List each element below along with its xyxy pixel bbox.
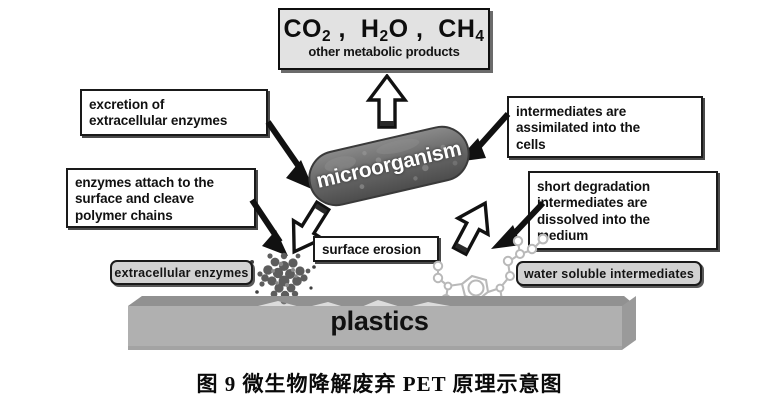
products-subtitle: other metabolic products	[308, 44, 460, 60]
excretion-arrow-solid	[262, 116, 326, 192]
callout-attach-line-2: surface and cleave	[75, 191, 195, 207]
callout-surface-erosion-label: surface erosion	[322, 242, 422, 257]
attach-arrow-solid	[246, 196, 298, 258]
plastics-label: plastics	[330, 306, 429, 336]
callout-dissolved-line-3: dissolved into the	[537, 211, 650, 227]
pill-water-soluble-intermediates: water soluble intermediates	[516, 261, 702, 286]
plastics-slab	[128, 288, 636, 360]
callout-assimilated: intermediates are assimilated into the c…	[507, 96, 703, 158]
figure-caption: 图 9 微生物降解废弃 PET 原理示意图	[196, 372, 563, 396]
callout-assimilated-line-3: cells	[516, 136, 546, 152]
callout-attach: enzymes attach to the surface and cleave…	[66, 168, 256, 228]
pill-extracellular-enzymes-label: extracellular enzymes	[114, 265, 249, 280]
callout-assimilated-line-1: intermediates are	[516, 104, 627, 119]
metabolites-arrow-hollow	[365, 74, 409, 130]
pill-water-soluble-intermediates-label: water soluble intermediates	[523, 266, 695, 281]
products-formula: CO2 , H2O , CH4	[283, 15, 485, 45]
microorganism-body: microorganism	[301, 118, 476, 214]
callout-attach-line-1: enzymes attach to the	[75, 175, 214, 190]
callout-excretion-line-2: extracellular enzymes	[89, 113, 228, 129]
uptake-arrow-hollow	[445, 196, 499, 260]
callout-dissolved-line-4: medium	[537, 228, 589, 244]
callout-excretion: excretion of extracellular enzymes	[80, 89, 268, 136]
callout-attach-line-3: polymer chains	[75, 207, 173, 223]
callout-dissolved-line-1: short degradation	[537, 179, 651, 194]
callout-assimilated-line-2: assimilated into the	[516, 120, 641, 136]
enzyme-cluster	[248, 240, 320, 312]
metabolic-products-box: CO2 , H2O , CH4 other metabolic products	[278, 8, 490, 70]
pill-extracellular-enzymes: extracellular enzymes	[110, 260, 253, 285]
callout-excretion-line-1: excretion of	[89, 97, 165, 112]
callout-surface-erosion: surface erosion	[313, 236, 439, 262]
callout-dissolved-line-2: intermediates are	[537, 195, 648, 211]
callout-dissolved: short degradation intermediates are diss…	[528, 171, 718, 250]
